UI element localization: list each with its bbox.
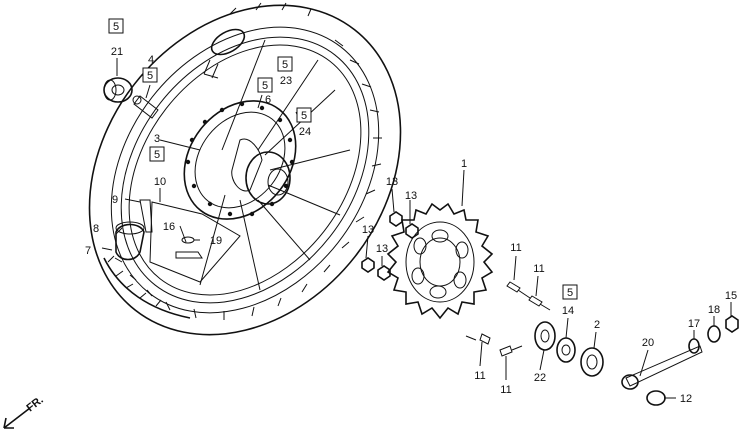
inset-group-10: [149, 201, 241, 283]
callout-13: 13: [376, 243, 388, 255]
callout-16: 16: [163, 221, 175, 233]
sprocket-teeth: [386, 202, 494, 320]
hub-flange-inner: [194, 111, 286, 209]
boxed-ref: 5: [301, 110, 307, 122]
valve-nut-16: [175, 251, 203, 259]
cap-nut-15: [725, 315, 739, 333]
nut-18: [707, 325, 721, 343]
wheel-spokes: [199, 39, 351, 291]
callout-6: 6: [265, 94, 271, 106]
callout-12: 12: [680, 393, 692, 405]
tire-tread: [114, 2, 382, 320]
collar-2: [580, 347, 604, 377]
callout-11: 11: [533, 263, 544, 275]
hub-bore: [267, 168, 289, 196]
tire-lower-segment: [103, 257, 191, 319]
callout-11: 11: [510, 242, 521, 254]
adjuster-20: [621, 345, 703, 390]
sprocket-cutouts: [411, 229, 469, 299]
rim-band-parts: [103, 199, 191, 319]
callout-13: 13: [405, 190, 417, 202]
bolts-11: [465, 281, 551, 357]
hub-center: [245, 151, 291, 205]
boxed-ref: 5: [262, 80, 268, 92]
callout-19: 19: [210, 235, 222, 247]
callout-14: 14: [562, 305, 574, 317]
boxed-refs: 5 5 5 5 5 5 5: [108, 18, 578, 300]
nut-12: [646, 390, 666, 406]
boxed-ref: 5: [567, 287, 573, 299]
callout-24: 24: [299, 126, 311, 138]
flange-holes: [185, 101, 295, 217]
valve-washer-19: [181, 236, 195, 244]
callout-18: 18: [708, 304, 720, 316]
boxed-ref: 5: [147, 70, 153, 82]
leader-lines: [101, 58, 732, 399]
callout-22: 22: [534, 372, 546, 384]
callout-23: 23: [280, 75, 292, 87]
callout-17: 17: [688, 318, 700, 330]
bearing-22: [534, 321, 556, 351]
seal-14: [556, 337, 576, 363]
callout-3: 3: [154, 133, 160, 145]
washer-17: [688, 338, 700, 354]
callout-9: 9: [112, 194, 118, 206]
boxed-ref: 5: [113, 21, 119, 33]
rim-outer: [120, 36, 370, 304]
front-direction-marker: FR.: [3, 394, 46, 429]
callout-10: 10: [154, 176, 166, 188]
callout-4: 4: [148, 54, 154, 66]
tire-outer: [88, 4, 402, 336]
callout-8: 8: [93, 223, 99, 235]
boxed-ref: 5: [154, 149, 160, 161]
spacer-4: [132, 95, 159, 119]
callout-21: 21: [111, 46, 123, 58]
callout-2: 2: [594, 319, 600, 331]
callout-13: 13: [386, 176, 398, 188]
hub-flange: [183, 100, 297, 220]
callout-7: 7: [85, 245, 91, 257]
front-label: FR.: [24, 394, 45, 414]
callout-11: 11: [500, 384, 511, 396]
bearing-21: [103, 77, 133, 103]
callouts: 21 4 3 23 6 24 10 9 8 7 16 19 1 13 13 13…: [85, 46, 737, 405]
callout-1: 1: [461, 158, 467, 170]
hub-body: [231, 138, 263, 192]
rim-band: [115, 223, 145, 261]
rim-band-top: [203, 28, 246, 79]
boxed-ref: 5: [282, 59, 288, 71]
rim-lock: [139, 199, 153, 233]
sprocket-1: [386, 202, 494, 320]
callout-15: 15: [725, 290, 737, 302]
callout-20: 20: [642, 337, 654, 349]
rim-inner: [128, 44, 362, 296]
nuts-13: [361, 211, 419, 281]
callout-13: 13: [362, 224, 374, 236]
callout-11: 11: [474, 370, 485, 382]
front-arrow-icon: [3, 407, 31, 429]
rear-wheel-assembly: [88, 2, 402, 336]
